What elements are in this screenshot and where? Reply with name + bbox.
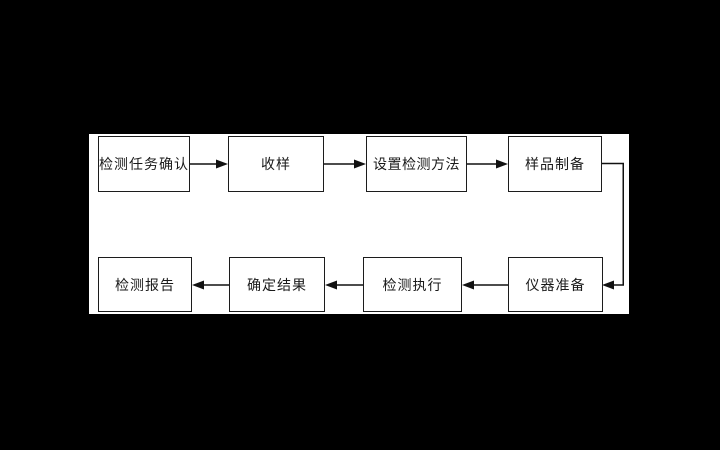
flow-node-label: 设置检测方法 (373, 157, 460, 173)
flow-node-prepare-sample: 样品制备 (508, 136, 602, 192)
flow-node-label: 检测执行 (382, 277, 443, 294)
flow-node-label: 确定结果 (247, 277, 307, 294)
flow-node-label: 检测任务确认 (99, 157, 189, 173)
flow-node-label: 样品制备 (525, 157, 585, 173)
flow-node-receive-sample: 收样 (228, 136, 324, 192)
flow-node-execute-test: 检测执行 (363, 257, 462, 312)
flow-node-test-report: 检测报告 (98, 257, 192, 312)
flow-node-label: 收样 (261, 157, 291, 173)
flow-node-label: 仪器准备 (525, 277, 586, 294)
flow-node-confirm-result: 确定结果 (229, 257, 325, 312)
flow-node-set-method: 设置检测方法 (366, 136, 467, 192)
flow-node-confirm-task: 检测任务确认 (98, 136, 190, 192)
flow-node-prepare-instrument: 仪器准备 (508, 257, 603, 312)
flow-node-label: 检测报告 (115, 277, 175, 294)
